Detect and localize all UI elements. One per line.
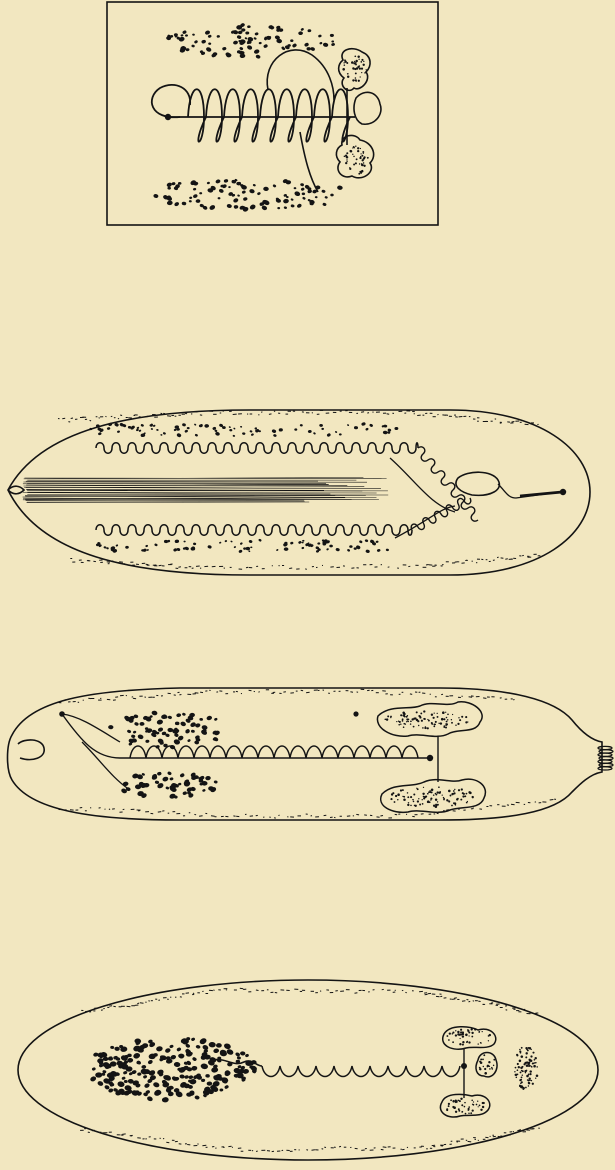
- figure-2-side-duct-lower: [395, 506, 455, 538]
- figure-1-frame: [107, 2, 438, 225]
- figure-1-coiled-tube: [188, 89, 350, 142]
- figure-1-ovary-lobe: [354, 92, 381, 124]
- figure-2-ovary: [456, 472, 499, 495]
- figure-3-ovary-node: [427, 755, 433, 761]
- figure-3-upper-vitelline-lobe: [377, 702, 482, 737]
- figure-2-upper-coiled-tube: [96, 443, 418, 454]
- figure-1-lower-lobe: [336, 135, 373, 177]
- figure-2-anterior-tip: [8, 486, 24, 494]
- figure-3-tail-coils: [598, 746, 613, 770]
- figure-2-anterior-hatching: [23, 478, 389, 503]
- figure-3-lower-testis-dots: [121, 771, 218, 799]
- figure-2-upper-margin-texture: [58, 410, 539, 424]
- figure-4-coiled-tube: [262, 1066, 460, 1077]
- figure-2-lower-coiled-tube: [96, 525, 412, 536]
- figure-4-testis-mass: [89, 1037, 257, 1103]
- figure-3-oral-sucker: [18, 740, 44, 760]
- figure-3-coiled-tube: [130, 746, 418, 758]
- figure-3-lower-branch: [82, 742, 130, 790]
- figure-4-upper-margin-texture: [81, 988, 538, 1014]
- figure-3-diagonal-duct: [62, 714, 430, 758]
- figure-2-pore: [560, 489, 566, 495]
- figure-4-posterior-dot-cluster: [514, 1047, 538, 1090]
- figure-4: [18, 980, 598, 1160]
- figure-1: [107, 2, 438, 225]
- figure-2-upper-gland-dots: [89, 422, 398, 438]
- figure-2: [8, 410, 590, 575]
- figure-4-lower-margin-texture: [80, 1128, 540, 1152]
- figure-4-upper-vitelline-lobe: [443, 1027, 496, 1050]
- figure-1-terminal-node: [165, 114, 171, 120]
- figure-4-lobe-stipple: [446, 1028, 495, 1114]
- figure-3-dorsal-pore: [353, 711, 358, 716]
- figure-3-pore: [59, 711, 65, 717]
- figure-3: [8, 688, 614, 820]
- figure-2-terminal-duct: [520, 492, 562, 496]
- figure-1-left-loop: [152, 85, 190, 117]
- figure-2-lower-gland-dots: [96, 538, 390, 553]
- figure-3-upper-testis-dots: [108, 710, 220, 750]
- figure-4-ovary-node: [461, 1063, 467, 1069]
